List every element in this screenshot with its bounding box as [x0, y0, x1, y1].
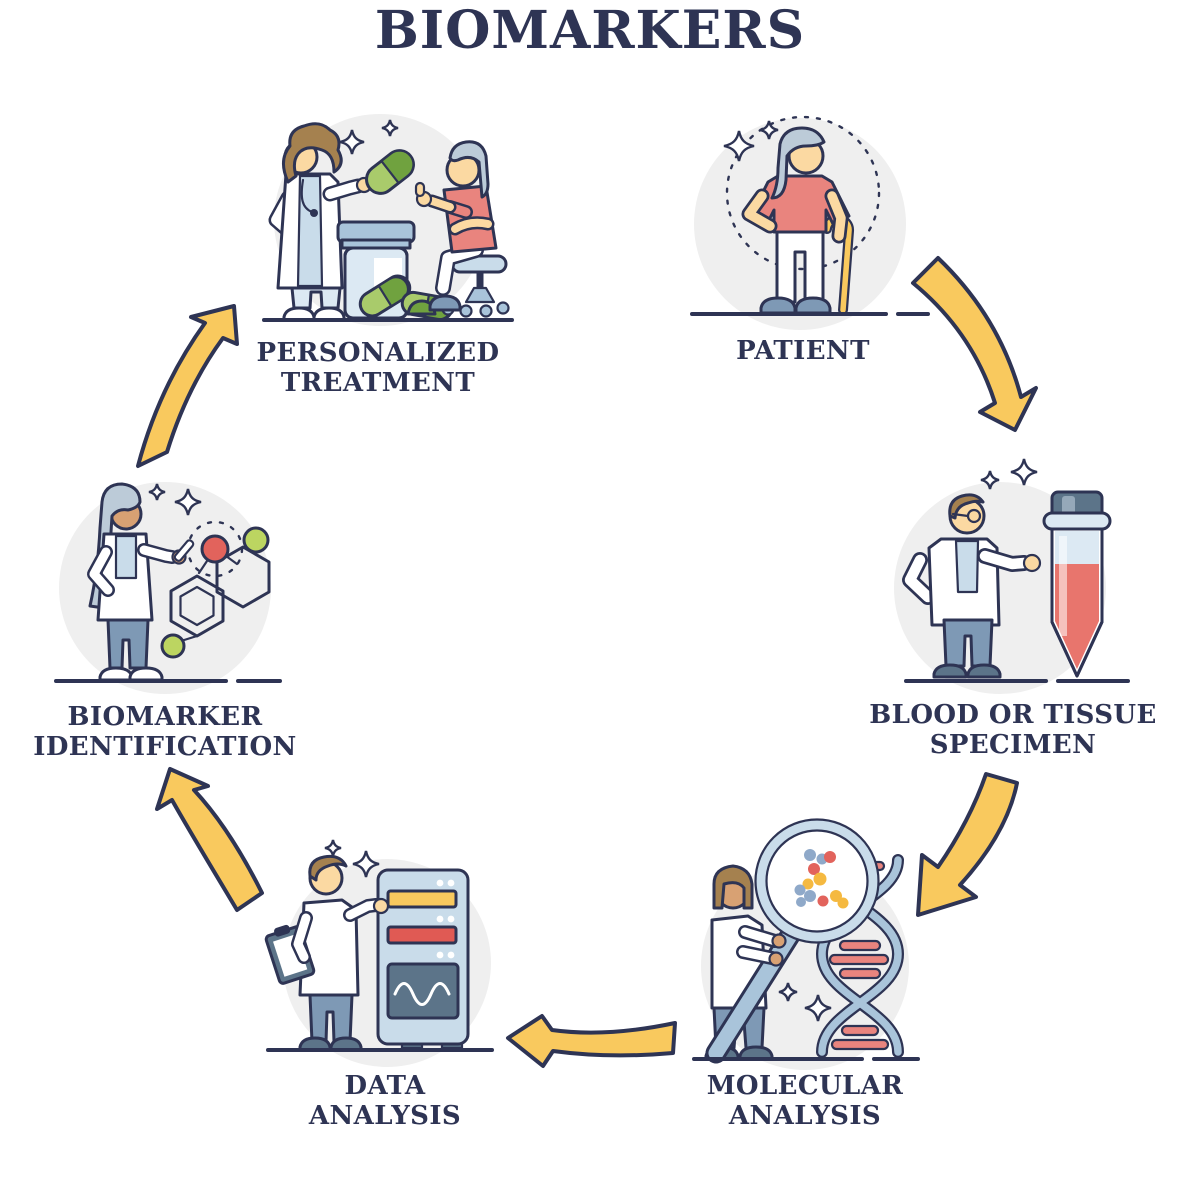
data-analysis-illustration — [264, 840, 494, 1067]
arrow-specimen-to-molecular — [916, 772, 1019, 917]
stage-label-line: PERSONALIZED — [256, 338, 500, 368]
analyst-figure — [264, 854, 390, 1052]
researcher-figure — [87, 482, 195, 682]
thumbs-up-icon — [414, 181, 426, 198]
label-patient: PATIENT — [653, 336, 953, 366]
stethoscope-icon — [300, 178, 314, 214]
test-tube-icon — [1042, 490, 1112, 678]
sparkle-icon — [1011, 459, 1037, 485]
label-data-analysis: DATA ANALYSIS — [235, 1071, 535, 1131]
label-personalized-treatment: PERSONALIZED TREATMENT — [228, 338, 528, 398]
stage-label-line: DATA — [344, 1071, 426, 1101]
molecular-analysis-illustration — [692, 818, 920, 1070]
arrow-data-to-biomarker — [155, 767, 264, 912]
elderly-patient-figure — [741, 126, 855, 315]
doctor-figure — [268, 122, 373, 322]
specimen-illustration — [894, 459, 1130, 694]
stage-label-line: MOLECULAR — [706, 1071, 904, 1101]
molecule-structure-icon — [160, 520, 271, 659]
biomarker-identification-illustration — [54, 482, 282, 694]
dashed-orbit — [725, 115, 881, 271]
stage-label-line: ANALYSIS — [728, 1101, 882, 1131]
label-blood-or-tissue-specimen: BLOOD OR TISSUE SPECIMEN — [863, 700, 1163, 760]
seated-patient-figure — [414, 140, 510, 318]
arrow-molecular-to-data — [506, 1014, 677, 1068]
pen-icon — [173, 539, 195, 562]
sparkle-icon — [325, 840, 341, 856]
label-biomarker-identification: BIOMARKER IDENTIFICATION — [15, 702, 315, 762]
stage-label-line: PATIENT — [736, 336, 870, 366]
stage-label-line: IDENTIFICATION — [33, 732, 297, 762]
pill-capsule-icon — [365, 149, 415, 195]
stage-label-line: BLOOD OR TISSUE — [869, 700, 1157, 730]
patient-illustration — [690, 115, 930, 330]
molecule-dots — [794, 849, 849, 909]
label-molecular-analysis: MOLECULAR ANALYSIS — [655, 1071, 955, 1131]
stage-label-line: BIOMARKER — [67, 702, 263, 732]
magnifier-icon — [705, 818, 880, 1064]
arrow-patient-to-specimen — [911, 256, 1038, 432]
page-title: BIOMARKERS — [374, 0, 806, 61]
personalized-treatment-illustration — [262, 114, 514, 326]
stage-label-line: TREATMENT — [280, 368, 476, 398]
doctor-figure — [902, 493, 1042, 679]
stage-label-line: ANALYSIS — [308, 1101, 462, 1131]
arrow-biomarker-to-treatment — [136, 304, 239, 468]
server-machine-icon — [376, 868, 470, 1050]
stage-label-line: SPECIMEN — [929, 730, 1097, 760]
pill-capsule-icon — [358, 274, 412, 318]
